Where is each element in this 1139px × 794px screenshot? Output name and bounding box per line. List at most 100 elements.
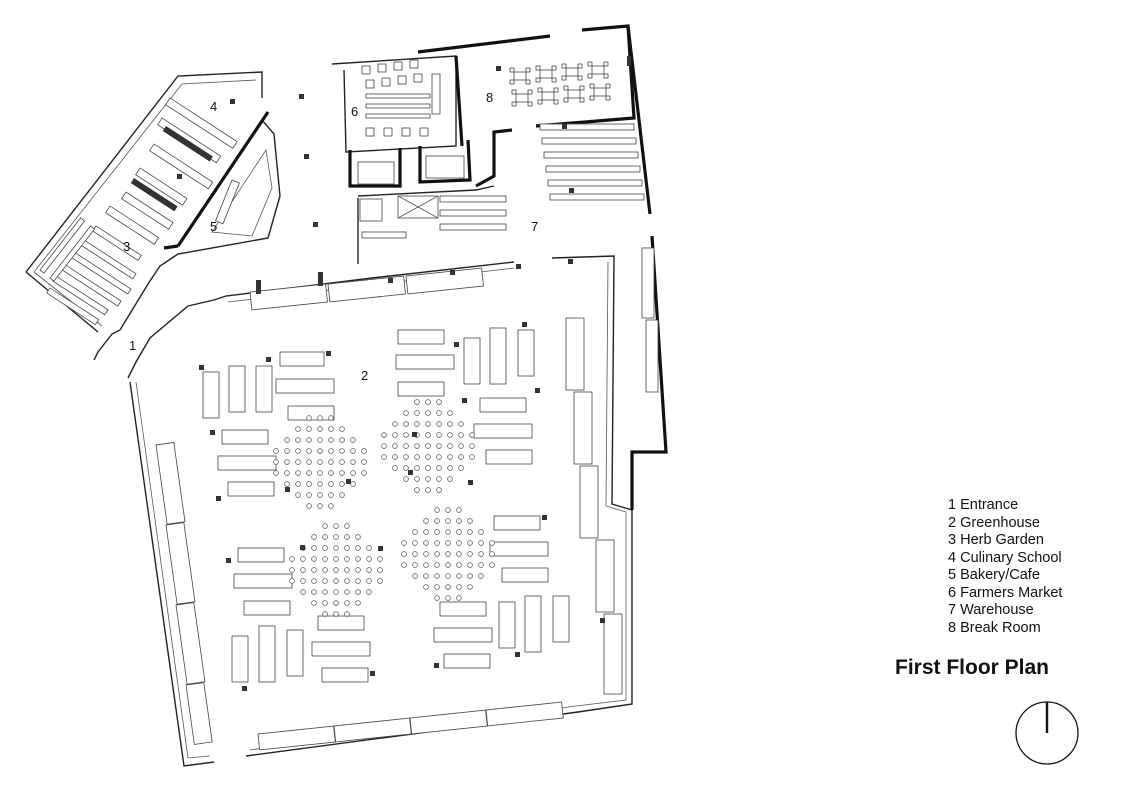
seat-marker [403,476,409,482]
room-label-1: 1 [129,338,136,353]
chair [605,95,611,101]
seat-marker [350,459,356,465]
seat-marker [467,529,473,535]
seat-marker [333,611,339,617]
seat-marker [456,595,462,601]
seat-marker [328,481,334,487]
seat-marker [306,503,312,509]
seat-marker [289,556,295,562]
seat-marker [289,578,295,584]
room-label-7: 7 [531,219,538,234]
seat-marker [344,523,350,529]
seat-marker [317,470,323,476]
seat-marker [414,487,420,493]
seat-marker [328,426,334,432]
seat-marker [436,399,442,405]
seat-marker [445,529,451,535]
seat-marker [436,487,442,493]
seat-marker [447,443,453,449]
seat-marker [423,584,429,590]
seat-marker [366,545,372,551]
seat-marker [322,567,328,573]
seat-marker [322,578,328,584]
chair [551,77,557,83]
seat-marker [423,551,429,557]
chair [509,79,515,85]
chair [579,85,585,91]
break-table [591,65,605,75]
seat-marker [458,465,464,471]
seat-marker [328,415,334,421]
chair [577,75,583,81]
seat-marker [300,567,306,573]
chair [605,83,611,89]
seat-marker [355,578,361,584]
legend-item: 5 Bakery/Cafe [948,567,1040,583]
seat-marker [344,545,350,551]
west-wing [25,71,281,361]
seat-marker [467,551,473,557]
seat-marker [447,421,453,427]
legend-item: 3 Herb Garden [948,532,1044,548]
seat-marker [434,529,440,535]
seat-marker [392,432,398,438]
seat-marker [478,573,484,579]
column-marker [600,618,605,623]
seat-marker [322,556,328,562]
seat-marker [425,421,431,427]
column-marker [285,487,290,492]
column-marker [516,264,521,269]
seat-marker [295,481,301,487]
seat-marker [284,448,290,454]
seat-marker [333,578,339,584]
chair [553,87,559,93]
seat-marker [447,454,453,460]
seat-marker [322,523,328,529]
seat-marker [333,523,339,529]
break-table [515,93,529,103]
seat-marker [425,476,431,482]
seat-marker [423,573,429,579]
legend-item: 6 Farmers Market [948,584,1063,601]
seat-marker [414,465,420,471]
seat-marker [456,518,462,524]
seat-marker [401,562,407,568]
break-table [541,91,555,101]
room-label-2: 2 [361,368,368,383]
seat-marker [328,437,334,443]
seat-marker [478,562,484,568]
seat-marker [436,432,442,438]
seat-marker [469,454,475,460]
column-marker [468,480,473,485]
seat-marker [412,551,418,557]
chair [535,77,541,83]
seat-marker [403,443,409,449]
seat-marker [317,437,323,443]
seat-marker [425,410,431,416]
column-marker [568,259,573,264]
seat-marker [322,534,328,540]
chair [587,73,593,79]
seat-marker [434,518,440,524]
seat-marker [414,410,420,416]
chair [527,89,533,95]
room-label-8: 8 [486,90,493,105]
seat-marker [333,589,339,595]
chair [589,95,595,101]
seat-marker [425,465,431,471]
column-marker [412,432,417,437]
seat-marker [311,589,317,595]
seat-marker [401,540,407,546]
column-marker [242,686,247,691]
seat-marker [306,459,312,465]
seat-marker [403,454,409,460]
seat-marker [456,584,462,590]
seat-marker [445,507,451,513]
seat-marker [447,465,453,471]
seat-marker [456,540,462,546]
seat-marker [295,437,301,443]
seat-marker [344,589,350,595]
seat-marker [306,492,312,498]
break-table [539,69,553,79]
